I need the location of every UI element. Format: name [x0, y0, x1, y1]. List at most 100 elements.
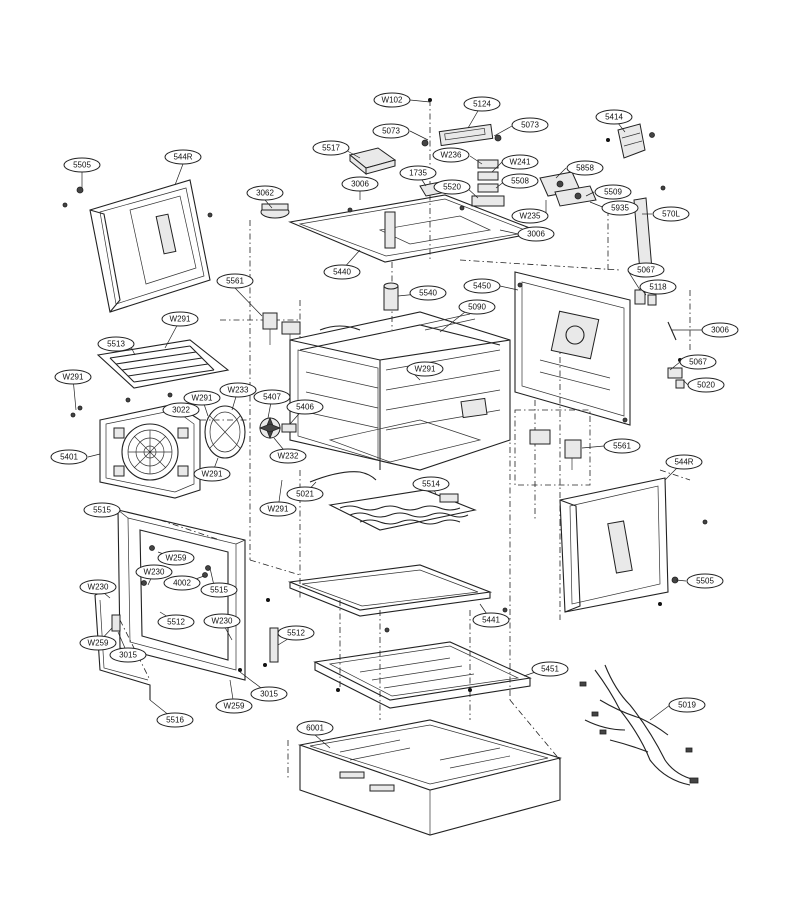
callout-w291-d: W291 — [183, 390, 221, 406]
part-door-bracket-right — [269, 627, 279, 663]
svg-text:5414: 5414 — [605, 113, 623, 122]
callout-5401: 5401 — [50, 449, 88, 465]
svg-text:5858: 5858 — [576, 164, 594, 173]
callout-5935: 5935 — [601, 200, 639, 216]
svg-text:5512: 5512 — [167, 618, 185, 627]
part-hinge-brackets — [634, 289, 685, 389]
svg-text:W259: W259 — [224, 702, 245, 711]
part-convection-fan — [258, 416, 297, 440]
svg-text:5508: 5508 — [511, 177, 529, 186]
svg-text:5512: 5512 — [287, 629, 305, 638]
callout-5090: 5090 — [458, 299, 496, 315]
part-door-switch — [617, 123, 655, 159]
callout-w233: W233 — [219, 382, 257, 398]
callout-w291-c: W291 — [406, 361, 444, 377]
svg-text:W291: W291 — [63, 373, 84, 382]
svg-text:3006: 3006 — [527, 230, 545, 239]
svg-text:5067: 5067 — [689, 358, 707, 367]
callout-5561-top: 5561 — [216, 273, 254, 289]
svg-text:5561: 5561 — [226, 277, 244, 286]
callout-3006-mid: 3006 — [517, 226, 555, 242]
part-convection-element — [204, 405, 246, 459]
svg-text:544R: 544R — [173, 153, 192, 162]
callout-5514: 5514 — [412, 476, 450, 492]
callout-5513: 5513 — [97, 336, 135, 352]
part-lamp-lower — [514, 409, 591, 486]
svg-text:5516: 5516 — [166, 716, 184, 725]
part-oven-cavity — [289, 311, 511, 471]
part-rear-panel — [514, 271, 631, 426]
part-bake-element — [328, 489, 477, 531]
callout-5021: 5021 — [286, 486, 324, 502]
svg-text:5118: 5118 — [649, 283, 667, 292]
callout-w230-a: W230 — [135, 564, 173, 580]
svg-text:5021: 5021 — [296, 490, 314, 499]
svg-text:544R: 544R — [674, 458, 693, 467]
svg-text:5407: 5407 — [263, 393, 281, 402]
svg-text:W241: W241 — [510, 158, 531, 167]
svg-text:6001: 6001 — [306, 724, 324, 733]
svg-text:5406: 5406 — [296, 403, 314, 412]
part-callouts: W102 5124 5414 5073 5073 5517 W236 W241 … — [50, 92, 739, 736]
callout-5414: 5414 — [595, 109, 633, 125]
callout-w291-f: W291 — [259, 501, 297, 517]
callout-5858: 5858 — [566, 160, 604, 176]
svg-text:570L: 570L — [662, 210, 680, 219]
callout-5561-bottom: 5561 — [603, 438, 641, 454]
callout-3022: 3022 — [162, 402, 200, 418]
svg-text:5509: 5509 — [604, 188, 622, 197]
callout-5515-bottom: 5515 — [200, 582, 238, 598]
svg-text:5540: 5540 — [419, 289, 437, 298]
screw-dots — [238, 98, 682, 692]
part-side-strip — [633, 185, 666, 273]
part-wire-harness — [579, 664, 699, 786]
svg-text:W236: W236 — [441, 151, 462, 160]
svg-text:5019: 5019 — [678, 701, 696, 710]
part-bottom-tray — [287, 564, 508, 633]
callout-4002: 4002 — [163, 575, 201, 591]
callout-w241: W241 — [501, 154, 539, 170]
callout-544R-top: 544R — [164, 149, 202, 165]
callout-5407: 5407 — [253, 389, 291, 405]
svg-text:3062: 3062 — [256, 189, 274, 198]
callout-5451: 5451 — [531, 661, 569, 677]
callout-w102: W102 — [373, 92, 411, 108]
callout-5515-top: 5515 — [83, 502, 121, 518]
callout-5406: 5406 — [286, 399, 324, 415]
callout-w291-e: W291 — [193, 466, 231, 482]
part-vent-tube — [383, 282, 399, 311]
callout-5020: 5020 — [687, 377, 725, 393]
callout-w235: W235 — [511, 208, 549, 224]
part-thermostat-bracket — [539, 171, 597, 207]
callout-5512-right: 5512 — [277, 625, 315, 641]
callout-w230-c: W230 — [203, 613, 241, 629]
svg-text:3006: 3006 — [711, 326, 729, 335]
callout-w259-c: W259 — [215, 698, 253, 714]
callout-5124: 5124 — [463, 96, 501, 112]
svg-text:5520: 5520 — [443, 183, 461, 192]
svg-text:5505: 5505 — [696, 577, 714, 586]
svg-text:3015: 3015 — [260, 690, 278, 699]
svg-text:5514: 5514 — [422, 480, 440, 489]
svg-text:W291: W291 — [415, 365, 436, 374]
svg-text:5451: 5451 — [541, 665, 559, 674]
svg-text:5935: 5935 — [611, 204, 629, 213]
callout-1735: 1735 — [399, 165, 437, 181]
part-broil-element — [96, 339, 230, 403]
callout-5073-left: 5073 — [372, 123, 410, 139]
callout-3006-top: 3006 — [341, 176, 379, 192]
callout-5118: 5118 — [639, 279, 677, 295]
callout-5073-right: 5073 — [511, 117, 549, 133]
callout-570L: 570L — [652, 206, 690, 222]
svg-text:W235: W235 — [520, 212, 541, 221]
part-door-liner-inner — [99, 599, 149, 681]
svg-text:5450: 5450 — [473, 282, 491, 291]
part-temp-sensor — [309, 471, 377, 483]
svg-text:5124: 5124 — [473, 100, 491, 109]
part-side-panel-left — [62, 179, 213, 313]
svg-text:5441: 5441 — [482, 616, 500, 625]
part-control-bracket — [421, 123, 502, 147]
svg-text:5561: 5561 — [613, 442, 631, 451]
svg-text:W102: W102 — [382, 96, 403, 105]
